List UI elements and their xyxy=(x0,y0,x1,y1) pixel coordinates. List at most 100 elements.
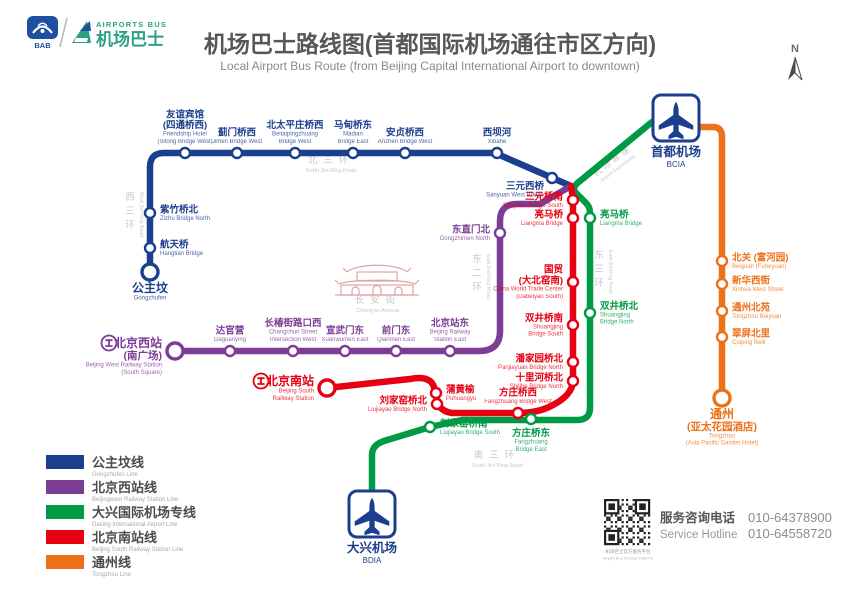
brand-zh: 机场巴士 xyxy=(96,29,164,49)
station-label-zh: 刘家窑桥南 xyxy=(440,418,488,430)
legend-label-zh: 通州线 xyxy=(92,555,131,570)
service-hotline-zh: 服务咨询电话 xyxy=(660,510,736,525)
station-label-en: Cuiping Beili xyxy=(732,340,765,346)
station-label-en: Beijing West Railway Station xyxy=(86,362,162,368)
station-label-zh: 双井桥北 xyxy=(599,300,639,312)
station-gongzhufen-1 xyxy=(143,241,157,255)
qr-caption-zh: 机场巴士官方服务平台 xyxy=(606,548,651,555)
qr-code xyxy=(604,499,651,546)
station-label-zh: 北京站东 xyxy=(431,317,470,329)
bab-logo-text: BAB xyxy=(34,41,51,50)
station-tongzhou-3 xyxy=(715,330,729,344)
station-beijing-south-3 xyxy=(511,406,525,420)
station-label-zh: 亮马桥 xyxy=(600,209,629,221)
station-daxing-airport-1 xyxy=(583,306,597,320)
railway-station-icon xyxy=(252,372,270,390)
line-beijing-west xyxy=(171,182,575,355)
station-label-en: Bridge East xyxy=(337,139,368,145)
line-beijing-south xyxy=(323,182,577,417)
line-tongzhou xyxy=(695,123,726,394)
legend-label-en: Beijing South Railway Station Line xyxy=(92,547,184,553)
airplane-icon xyxy=(354,497,390,536)
station-label-zh: 十里河桥北 xyxy=(515,372,563,384)
station-beijing-south-0 xyxy=(317,378,337,398)
station-label-en: Xinhua West Street xyxy=(732,287,784,293)
station-tongzhou-1 xyxy=(715,277,729,291)
station-label-en: Jimen Bridge West xyxy=(212,139,263,145)
page-subtitle: Local Airport Bus Route (from Beijing Ca… xyxy=(220,59,640,73)
station-beijing-west-1 xyxy=(223,344,237,358)
road-label-zh: 北三环 xyxy=(308,155,355,166)
station-label-zh: 北太平庄桥西 xyxy=(266,119,324,131)
station-beijing-south-4 xyxy=(566,374,580,388)
station-label-zh: 紫竹桥北 xyxy=(160,204,199,216)
station-label-en: Liujiayao Bridge South xyxy=(440,430,500,436)
footer: 机场巴士官方服务平台 Airport Bus Service Platform … xyxy=(603,499,832,561)
bus-lines xyxy=(146,118,726,495)
station-label-zh: 航天桥 xyxy=(160,239,189,251)
brand-en: AIRPORTS BUS xyxy=(96,20,167,29)
station-label-zh: 双井桥南 xyxy=(524,312,564,324)
legend-swatch xyxy=(46,455,84,469)
station-label-zh: 长椿街路口西 xyxy=(264,317,322,329)
station-label-en: Tongzhou xyxy=(709,433,735,439)
station-beijing-west-6 xyxy=(493,226,507,240)
road-label-zh: 环 xyxy=(472,282,482,293)
bab-logo: BAB AIRPORTS BUS 机场巴士 xyxy=(27,16,167,50)
station-beijing-south-1 xyxy=(429,386,443,400)
station-gongzhufen-5 xyxy=(288,146,302,160)
station-label-zh: (南广场) xyxy=(124,349,163,362)
road-label-zh: 东 xyxy=(594,249,604,261)
station-daxing-airport-2 xyxy=(524,412,538,426)
station-label-en: Bridge West xyxy=(279,139,312,145)
station-gongzhufen-2 xyxy=(143,206,157,220)
station-label-zh: 蓟门桥西 xyxy=(217,127,257,139)
station-label-zh: 宣武门东 xyxy=(326,325,365,337)
legend-swatch xyxy=(46,505,84,519)
station-beijing-west-2 xyxy=(286,344,300,358)
station-label-en: Bridge South xyxy=(528,332,563,338)
station-label-en: Fangzhuang xyxy=(514,439,547,445)
station-label-en: Hangtian Bridge xyxy=(160,251,204,257)
service-hotline-en: Service Hotline xyxy=(660,529,737,541)
station-label-en: Station East xyxy=(434,337,467,343)
legend-label-zh: 北京西站线 xyxy=(92,480,157,495)
station-label-en: Changchun Street xyxy=(269,330,318,336)
qr-caption-en: Airport Bus Service Platform xyxy=(603,556,654,561)
station-label-zh: 亮马桥 xyxy=(534,209,563,221)
bcia-label-zh: 首都机场 xyxy=(651,144,701,159)
station-beijing-south-8 xyxy=(566,211,580,225)
station-label-en: Liujiayao Bridge North xyxy=(368,407,427,413)
station-gongzhufen-7 xyxy=(398,146,412,160)
station-label-en: Zizhu Bridge North xyxy=(160,216,210,222)
station-label-en: Anzhen Bridge West xyxy=(378,139,433,145)
station-label-en: Puhuangyu xyxy=(446,396,476,402)
station-tongzhou-4 xyxy=(712,388,732,408)
station-label-zh: 北关 (富河园) xyxy=(732,252,788,264)
station-beijing-south-6 xyxy=(566,318,580,332)
station-label-en: Dongzhimen North xyxy=(440,236,490,242)
road-label-zh: 三 xyxy=(125,206,135,217)
station-beijing-west-4 xyxy=(389,344,403,358)
station-label-en: China World Trade Center xyxy=(493,287,563,293)
station-label-en: Railway Station xyxy=(273,396,314,402)
tiananmen-gate-illustration xyxy=(334,264,420,296)
station-beijing-south-5 xyxy=(566,355,580,369)
station-label-zh: (亚太花园酒店) xyxy=(687,420,757,433)
station-label-zh: 刘家窑桥北 xyxy=(379,395,427,407)
phone-number-2: 010-64558720 xyxy=(748,526,832,541)
station-label-en: Xuanwumen East xyxy=(321,337,368,343)
road-label-zh: 长安街 xyxy=(355,294,402,306)
station-label-en: Madian xyxy=(343,132,363,138)
airplane-icon xyxy=(658,101,694,140)
road-label-zh: 西 xyxy=(125,192,135,203)
station-label-en: Panjiayuan Bridge North xyxy=(498,365,563,371)
railway-station-icon xyxy=(100,334,118,352)
station-beijing-west-5 xyxy=(443,344,457,358)
